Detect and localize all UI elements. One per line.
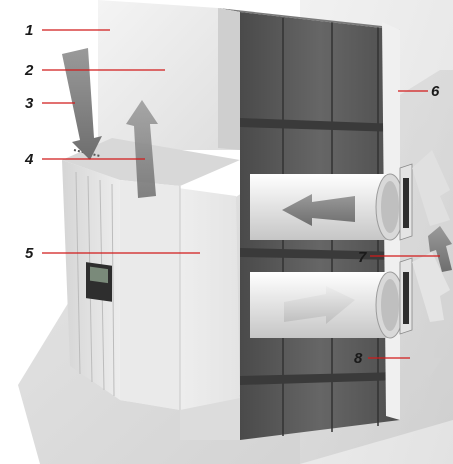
callout-1: 1 bbox=[25, 22, 33, 39]
callout-7: 7 bbox=[358, 249, 367, 266]
callout-3: 3 bbox=[25, 95, 34, 112]
lower-duct bbox=[250, 257, 413, 339]
outside-arrow-lower bbox=[412, 252, 450, 322]
upper-duct bbox=[250, 163, 413, 241]
callout-6: 6 bbox=[431, 83, 440, 100]
airflow-arrow-left bbox=[282, 194, 355, 226]
ventilation-unit bbox=[62, 138, 240, 410]
wall-panel bbox=[98, 0, 240, 150]
callout-2: 2 bbox=[24, 62, 34, 79]
exhaust-arrow-up bbox=[126, 100, 158, 198]
callout-4: 4 bbox=[24, 151, 34, 168]
callout-8: 8 bbox=[354, 350, 363, 367]
condensate-arrow bbox=[416, 334, 442, 378]
outside-arrow-diagonal bbox=[428, 226, 452, 272]
intake-arrow-down bbox=[62, 48, 102, 160]
callout-5: 5 bbox=[25, 245, 34, 262]
airflow-arrow-right bbox=[284, 286, 355, 324]
outside-arrow-upper bbox=[412, 150, 450, 226]
